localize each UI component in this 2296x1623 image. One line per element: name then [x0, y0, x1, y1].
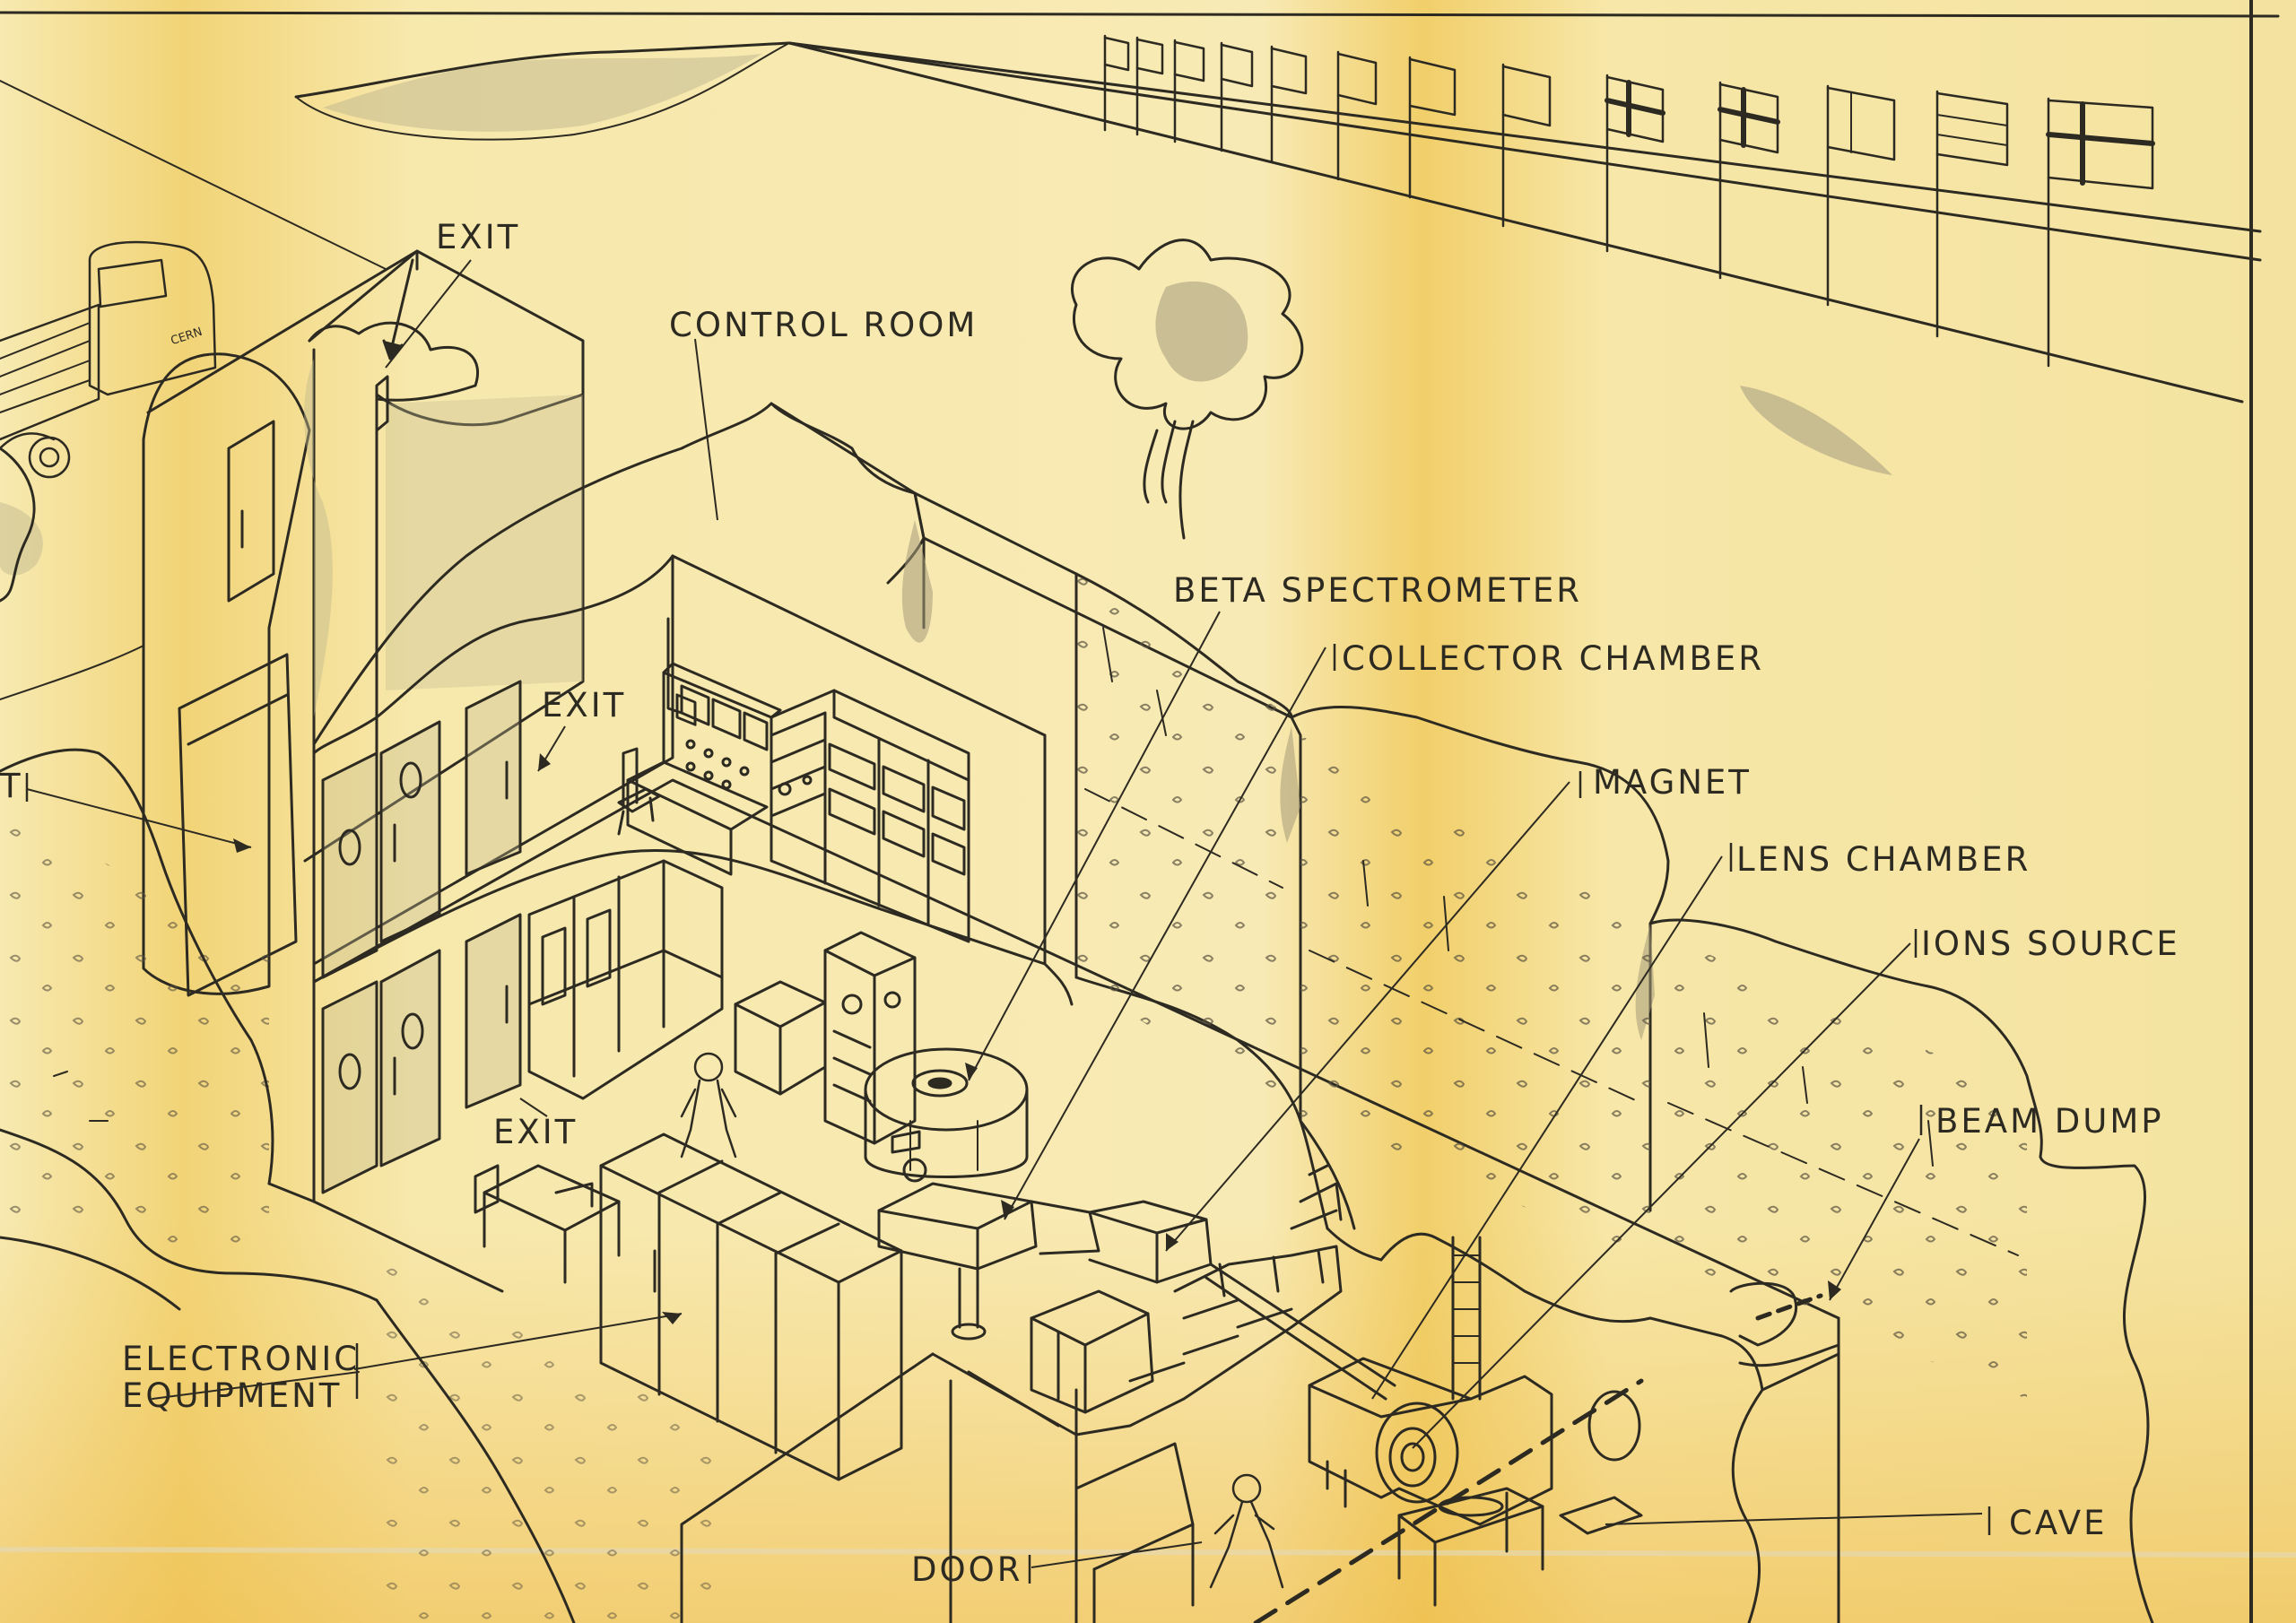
control-room-walls — [312, 554, 674, 966]
label-lens-chamber: LENS CHAMBER — [1736, 840, 2031, 879]
shielding-blocks — [1074, 1245, 1343, 1436]
ion-source-machine — [1308, 1236, 1643, 1607]
label-exit-low: EXIT — [493, 1113, 578, 1151]
control-console — [617, 662, 782, 876]
label-exit-top: EXIT — [436, 218, 521, 256]
cern-truck — [0, 240, 217, 479]
label-beam-dump: BEAM DUMP — [1935, 1102, 2164, 1141]
label-collector-chamber: COLLECTOR CHAMBER — [1342, 639, 1764, 678]
label-cave: CAVE — [2009, 1504, 2108, 1542]
label-electronic-line2: EQUIPMENT — [122, 1376, 343, 1415]
label-door: DOOR — [911, 1550, 1023, 1589]
ridge-line — [294, 41, 791, 99]
label-beta-spectrometer: BETA SPECTROMETER — [1173, 571, 1582, 610]
upper-electronics-racks — [770, 689, 970, 943]
label-magnet: MAGNET — [1593, 763, 1752, 802]
tree — [1070, 239, 1304, 540]
leader-lines — [26, 259, 1983, 1568]
label-control-room: CONTROL ROOM — [669, 306, 978, 344]
label-ions-source: IONS SOURCE — [1921, 924, 2180, 963]
flag-row — [1103, 34, 2155, 368]
label-exit-mid: EXIT — [542, 686, 627, 725]
label-electronic-line1: ELECTRONIC — [122, 1340, 361, 1378]
label-electronic-equipment: ELECTRONIC EQUIPMENT — [122, 1341, 360, 1414]
person-figure — [680, 1052, 737, 1159]
beta-spectrometer — [864, 1047, 1029, 1183]
label-exit-left-partial: T — [0, 767, 23, 805]
